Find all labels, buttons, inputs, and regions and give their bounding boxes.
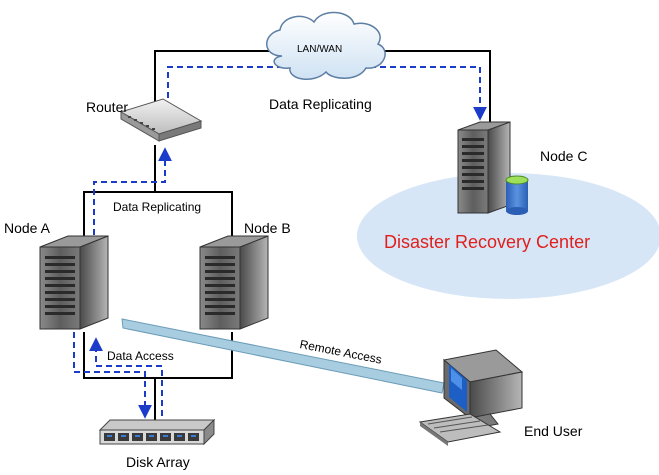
lan-wan-cloud: [266, 11, 386, 80]
remote-access-link: [121, 318, 445, 394]
disaster-recovery-zone: [357, 173, 659, 299]
lan-wan-label: LAN/WAN: [297, 44, 343, 55]
disk-array-label: Disk Array: [126, 454, 190, 470]
router-label: Router: [86, 99, 129, 115]
replication-paths: [73, 66, 487, 419]
server-node-c-icon: [457, 121, 511, 214]
data-replicating-mid-label: Data Replicating: [113, 200, 202, 214]
node-b-label: Node B: [244, 220, 291, 236]
disaster-recovery-center-label: Disaster Recovery Center: [384, 232, 591, 252]
node-c-label: Node C: [540, 148, 588, 164]
node-a-label: Node A: [4, 220, 50, 236]
data-access-label: Data Access: [107, 349, 174, 363]
server-node-b-icon: [199, 235, 269, 330]
data-replicating-top-label: Data Replicating: [269, 96, 372, 112]
end-user-label: End User: [524, 423, 583, 439]
router-icon: [119, 98, 203, 142]
end-user-computer-icon: [418, 349, 524, 446]
network-links: [83, 50, 491, 423]
server-node-a-icon: [39, 235, 109, 330]
database-icon: [505, 175, 529, 215]
disk-array-icon: [98, 418, 216, 446]
